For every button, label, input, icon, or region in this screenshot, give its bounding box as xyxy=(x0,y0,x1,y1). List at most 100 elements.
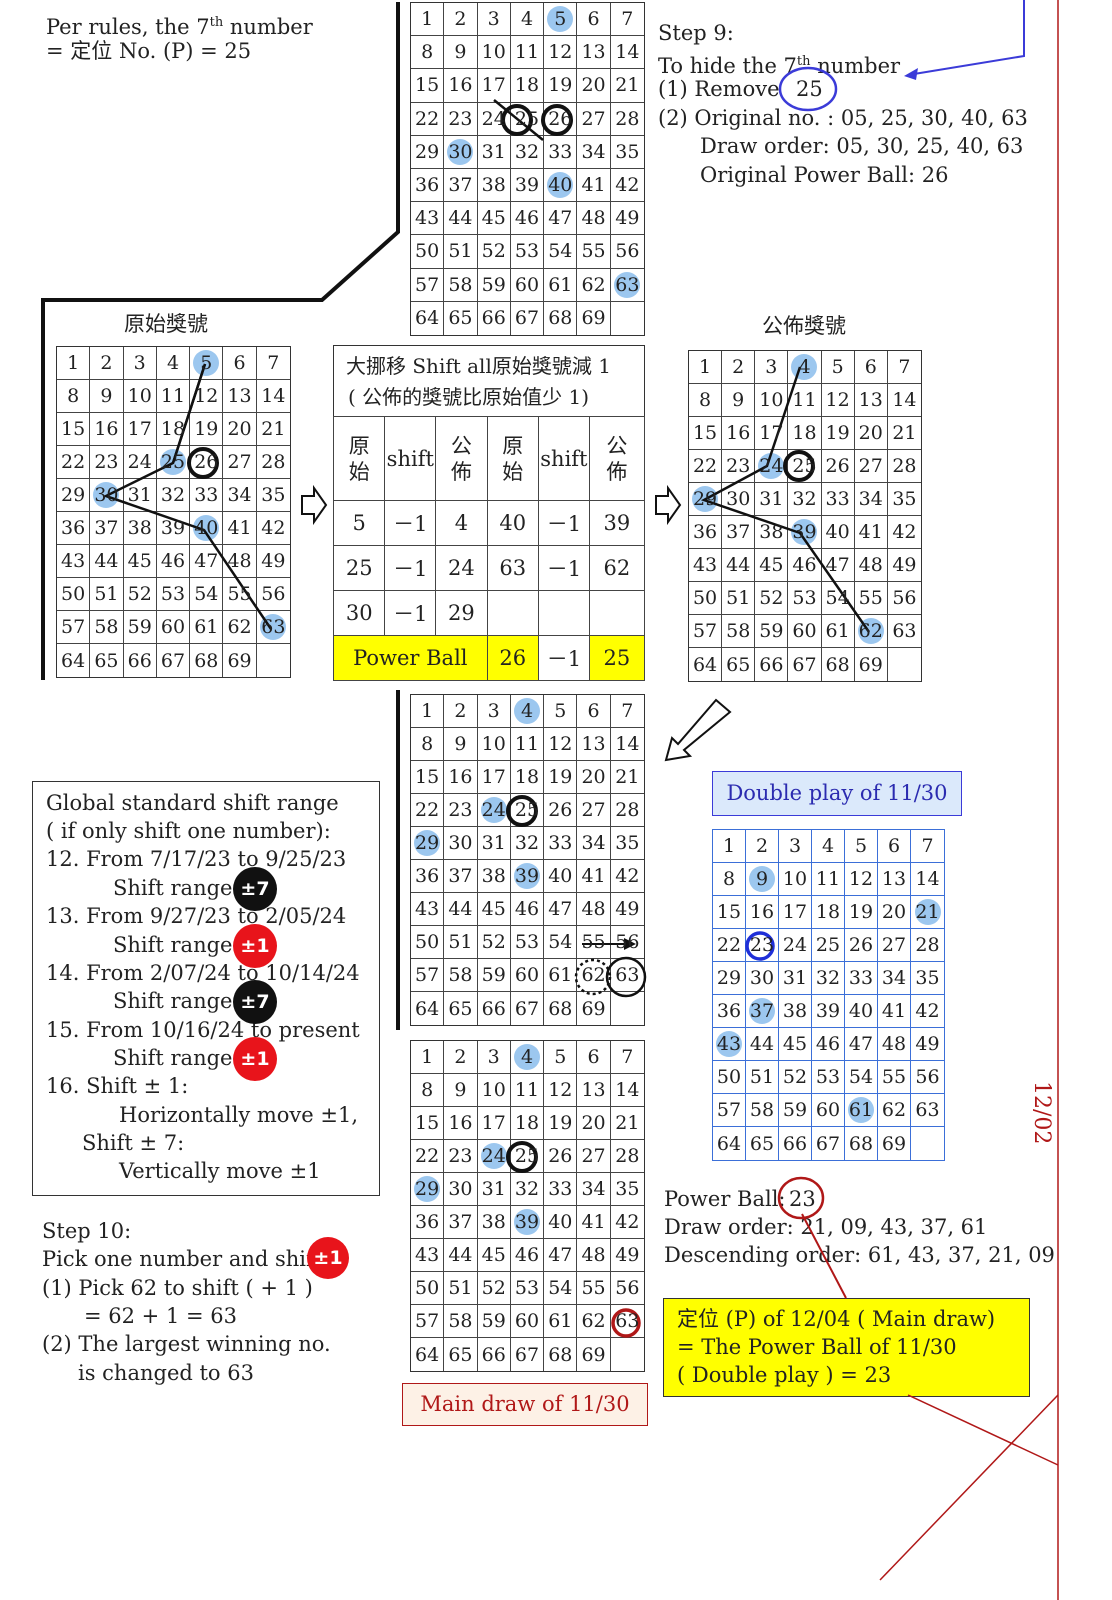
number-cell: 60 xyxy=(788,615,822,648)
number-cell: 18 xyxy=(510,761,545,794)
number-cell: 30 xyxy=(444,827,478,860)
number-cell: 50 xyxy=(689,582,723,615)
number-cell: 28 xyxy=(610,1140,644,1173)
number-cell: 19 xyxy=(190,413,224,446)
number-cell: 69 xyxy=(223,644,257,677)
number-cell: 37 xyxy=(722,516,756,549)
number-cell: 49 xyxy=(610,893,644,926)
number-cell: 26 xyxy=(821,450,855,483)
number-cell: 14 xyxy=(256,380,290,413)
number-cell: 7 xyxy=(256,347,290,380)
number-cell: 14 xyxy=(610,728,644,761)
number-cell: 3 xyxy=(477,3,511,37)
header-shift: shift xyxy=(384,416,437,501)
number-cell: 33 xyxy=(544,1173,578,1206)
number-cell: 4 xyxy=(510,695,545,728)
number-cell: 11 xyxy=(510,1074,545,1107)
number-cell: 58 xyxy=(444,1305,478,1338)
number-cell: 8 xyxy=(57,380,91,413)
global-line: Shift range: xyxy=(113,1046,240,1070)
number-cell: 64 xyxy=(411,301,445,335)
number-cell: 31 xyxy=(477,1173,511,1206)
step10-line1: Pick one number and shift xyxy=(42,1247,323,1271)
number-cell: 29 xyxy=(411,827,445,860)
number-cell: 58 xyxy=(444,959,478,992)
step9-line1: To hide the 7th number xyxy=(658,54,901,78)
number-cell: 11 xyxy=(510,36,545,70)
ring-25 xyxy=(783,450,815,482)
number-cell: 25 xyxy=(510,794,545,827)
number-cell: 68 xyxy=(544,1338,578,1371)
number-cell: 9 xyxy=(746,863,779,896)
shift-badge-7: ±7 xyxy=(233,867,277,911)
number-cell: 64 xyxy=(411,992,445,1025)
power-ball-label: Power Ball xyxy=(333,635,488,681)
number-cell: 37 xyxy=(746,995,779,1028)
number-cell: 18 xyxy=(812,896,845,929)
number-cell: 4 xyxy=(788,351,822,384)
number-cell: 10 xyxy=(123,380,157,413)
number-cell: 69 xyxy=(577,992,611,1025)
number-cell: 61 xyxy=(544,1305,578,1338)
number-cell: 21 xyxy=(610,69,644,103)
number-cell: 55 xyxy=(223,578,257,611)
number-cell: 40 xyxy=(845,995,878,1028)
blue-arrow-head xyxy=(904,68,918,80)
number-cell: 65 xyxy=(444,1338,478,1371)
number-cell: 48 xyxy=(577,893,611,926)
main-draw-label: Main draw of 11/30 xyxy=(420,1392,630,1416)
number-cell: 50 xyxy=(713,1061,746,1094)
number-cell: 68 xyxy=(544,992,578,1025)
number-cell: 68 xyxy=(190,644,224,677)
number-cell: 44 xyxy=(444,202,478,236)
number-cell: 53 xyxy=(156,578,191,611)
number-cell: 69 xyxy=(577,301,611,335)
number-cell: 29 xyxy=(713,962,746,995)
step9-original-pb: Original Power Ball: 26 xyxy=(700,163,949,187)
number-cell: 45 xyxy=(779,1028,812,1061)
ring-25 xyxy=(501,104,533,136)
number-cell: 34 xyxy=(577,827,611,860)
cell xyxy=(486,590,539,636)
number-cell: 1 xyxy=(689,351,723,384)
side-rule xyxy=(879,1394,1059,1581)
number-cell: 4 xyxy=(510,1041,545,1074)
global-line: Shift ± 7: xyxy=(82,1131,185,1155)
step9-original: (2) Original no. : 05, 25, 30, 40, 63 xyxy=(658,106,1028,130)
number-cell: 6 xyxy=(878,830,911,863)
number-cell: 46 xyxy=(812,1028,845,1061)
number-cell: 41 xyxy=(577,860,611,893)
number-cell: 59 xyxy=(477,1305,511,1338)
ring-26 xyxy=(541,104,573,136)
number-cell: 20 xyxy=(577,761,611,794)
connector-line xyxy=(700,366,871,633)
shift-table-title: 大挪移 Shift all原始獎號減 1 xyxy=(346,354,611,378)
number-cell: 53 xyxy=(510,1272,545,1305)
number-cell: 69 xyxy=(855,648,888,681)
number-cell: 22 xyxy=(411,102,445,136)
number-cell: 4 xyxy=(812,830,845,863)
number-cell: 2 xyxy=(444,3,478,37)
number-cell: 54 xyxy=(544,926,578,959)
number-cell: 27 xyxy=(577,102,611,136)
number-cell: 52 xyxy=(477,235,511,269)
number-cell: 17 xyxy=(123,413,157,446)
number-cell: 45 xyxy=(477,893,511,926)
number-cell: 29 xyxy=(689,483,723,516)
number-cell: 44 xyxy=(444,893,478,926)
number-cell: 46 xyxy=(788,549,822,582)
number-cell: 26 xyxy=(544,794,578,827)
global-line: ( if only shift one number): xyxy=(46,819,331,843)
cell: 63 xyxy=(486,545,539,591)
number-cell: 35 xyxy=(887,483,921,516)
number-cell: 63 xyxy=(610,959,644,992)
number-cell: 11 xyxy=(788,384,822,417)
number-cell: 13 xyxy=(854,384,888,417)
global-line: Shift range: xyxy=(113,933,240,957)
number-cell: 28 xyxy=(610,103,644,136)
number-cell: 37 xyxy=(444,860,478,893)
number-cell: 51 xyxy=(444,926,478,959)
number-cell: 31 xyxy=(123,479,157,512)
number-cell: 49 xyxy=(610,1239,644,1272)
